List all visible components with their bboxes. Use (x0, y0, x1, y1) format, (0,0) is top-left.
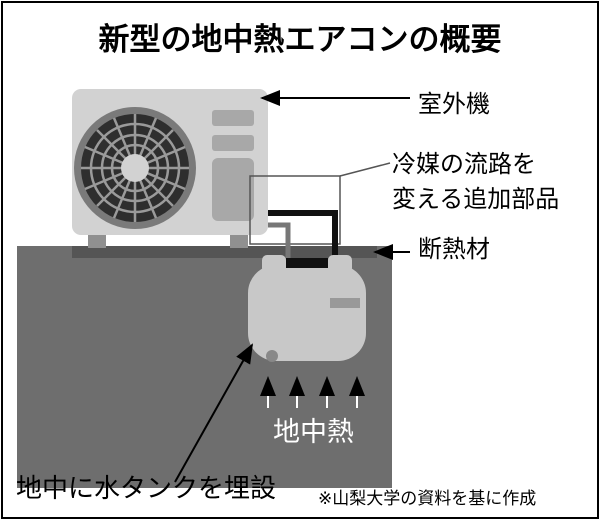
unit-leg (88, 232, 106, 248)
label-insulation: 断熱材 (418, 235, 490, 263)
outdoor-unit (72, 89, 268, 235)
unit-leg (230, 232, 248, 248)
heat-arrows (260, 376, 365, 408)
label-buried-tank: 地中に水タンクを埋設 (16, 474, 277, 504)
source-note: ※山梨大学の資料を基に作成 (318, 489, 537, 509)
insulation-strip (72, 246, 377, 258)
label-additional-part-line1: 冷媒の流路を (392, 150, 536, 178)
label-additional-part-line2: 変える追加部品 (392, 185, 560, 213)
pointer-arrow (174, 343, 253, 483)
label-outdoor-unit: 室外機 (418, 90, 490, 118)
callout-line (339, 162, 391, 177)
refrigerant-pipe (268, 210, 338, 262)
page-title: 新型の地中熱エアコンの概要 (98, 22, 502, 58)
refrigerant-pipe (268, 222, 291, 262)
label-geothermal: 地中熱 (273, 417, 354, 448)
additional-part-box (249, 175, 341, 245)
water-tank (248, 255, 366, 362)
